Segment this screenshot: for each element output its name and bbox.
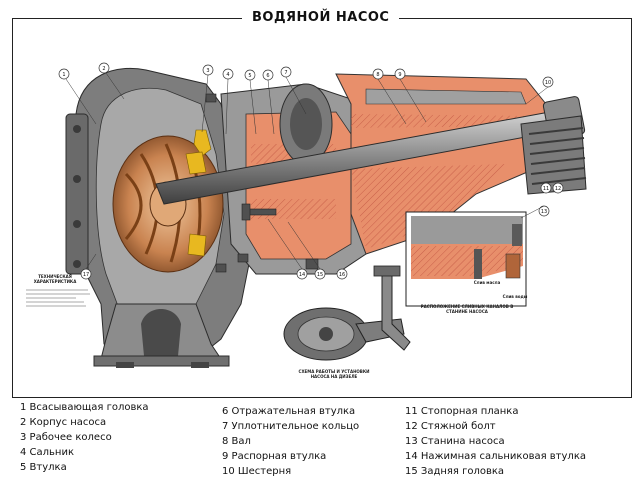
legend-column-3: 11 Стопорная планка 12 Стяжной болт 13 С… xyxy=(405,404,586,479)
legend-column-1: 1 Всасывающая головка 2 Корпус насоса 3 … xyxy=(20,400,149,475)
callout-number: 1 xyxy=(62,72,65,78)
pump-stand xyxy=(220,83,367,275)
legend-item: 10 Шестерня xyxy=(222,466,292,477)
callout-number: 15 xyxy=(317,272,323,278)
legend-column-2: 6 Отражательная втулка 7 Уплотнительное … xyxy=(222,404,359,479)
callout-number: 10 xyxy=(545,80,551,86)
poster-title: ВОДЯНОЙ НАСОС xyxy=(242,10,400,25)
legend-item: 3 Рабочее колесо xyxy=(20,432,112,443)
legend-item: 12 Стяжной болт xyxy=(405,421,496,432)
drain-channels-caption: РАСПОЛОЖЕНИЕ СЛИВНЫХ КАНАЛОВ В СТАНИНЕ Н… xyxy=(420,304,514,314)
suction-head xyxy=(65,113,89,275)
poster-frame xyxy=(12,18,632,398)
legend-item: 15 Задняя головка xyxy=(405,466,505,477)
gaskets xyxy=(185,129,212,257)
callout-number: 16 xyxy=(339,272,345,278)
installation-caption: СХЕМА РАБОТЫ И УСТАНОВКИ НАСОСА НА ДИЗЕЛ… xyxy=(298,369,370,379)
specs-heading: ТЕХНИЧЕСКАЯ ХАРАКТЕРИСТИКА xyxy=(33,274,77,284)
installation-scheme xyxy=(283,265,411,361)
callout-number: 13 xyxy=(541,209,547,215)
legend-item: 9 Распорная втулка xyxy=(222,451,327,462)
callout-number: 8 xyxy=(376,72,379,78)
water-drain-label: Слив воды xyxy=(502,294,528,299)
legend-item: 5 Втулка xyxy=(20,462,67,473)
legend-item: 13 Станина насоса xyxy=(405,436,505,447)
legend-item: 1 Всасывающая головка xyxy=(20,402,149,413)
legend-item: 8 Вал xyxy=(222,436,251,447)
legend-item: 7 Уплотнительное кольцо xyxy=(222,421,360,432)
callout-number: 3 xyxy=(206,68,209,74)
callout-number: 11 xyxy=(543,186,549,192)
oil-drain-label: Слив масла xyxy=(473,280,501,285)
callout-number: 17 xyxy=(83,272,89,278)
callout-number: 2 xyxy=(102,66,105,72)
callout-number: 7 xyxy=(284,70,287,76)
legend-item: 11 Стопорная планка xyxy=(405,406,519,417)
legend-item: 4 Сальник xyxy=(20,447,75,458)
gear xyxy=(520,115,587,195)
drain-channels-inset xyxy=(405,211,527,307)
callout-number: 14 xyxy=(299,272,305,278)
callout-number: 6 xyxy=(266,73,269,79)
spec-lines xyxy=(26,289,90,307)
callout-number: 9 xyxy=(398,72,401,78)
callout-number: 5 xyxy=(248,73,251,79)
callout-number: 4 xyxy=(226,72,229,78)
legend-item: 6 Отражательная втулка xyxy=(222,406,356,417)
callout-number: 12 xyxy=(555,186,561,192)
callout-leaders xyxy=(65,72,549,270)
legend-item: 2 Корпус насоса xyxy=(20,417,107,428)
bolts xyxy=(205,93,319,273)
legend-item: 14 Нажимная сальниковая втулка xyxy=(405,451,586,462)
outlet-and-feet xyxy=(93,303,230,368)
